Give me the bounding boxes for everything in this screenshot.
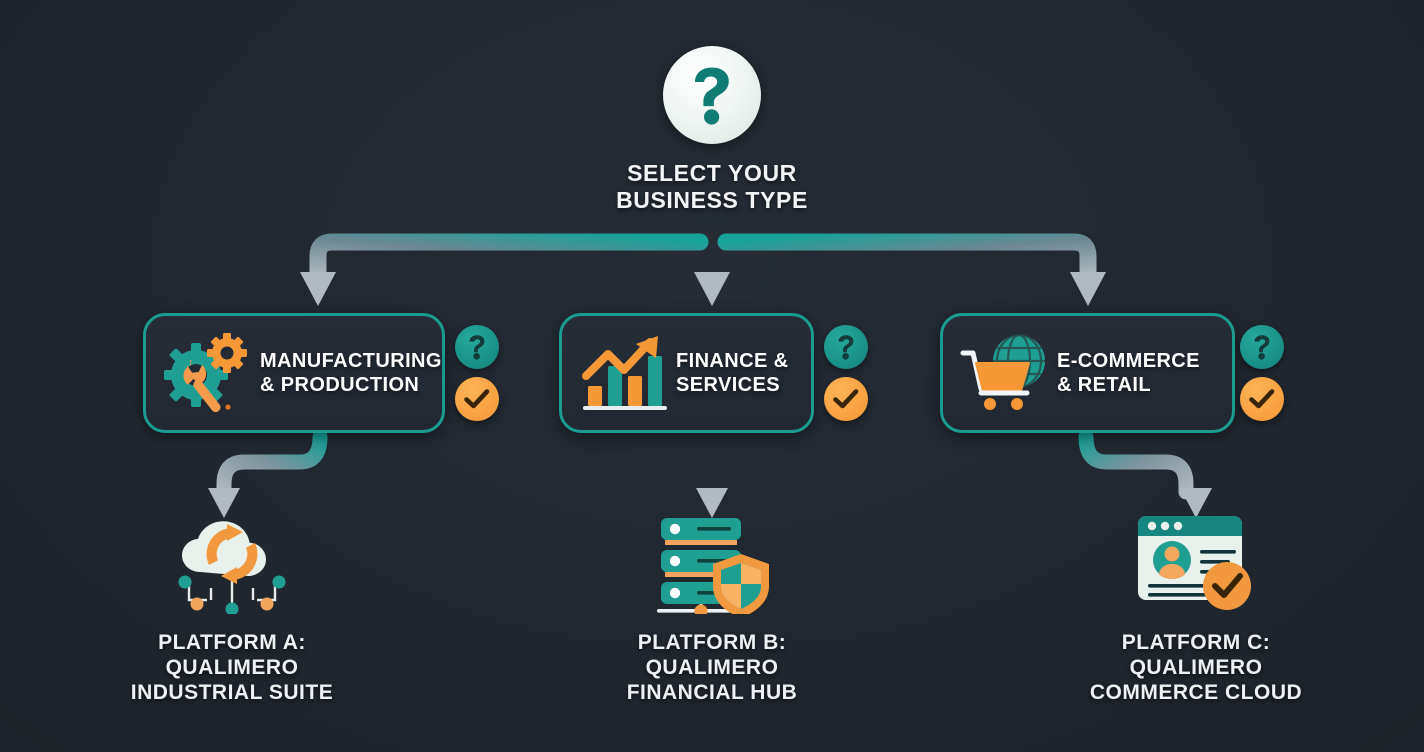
help-badge-ecommerce[interactable] xyxy=(1240,325,1284,369)
category-label-line1: E-COMMERCE xyxy=(1057,349,1200,372)
connector-ecommerce-to-platform-c xyxy=(1078,429,1212,518)
bar-chart-growth-icon xyxy=(578,331,670,415)
platform-label-line3: COMMERCE CLOUD xyxy=(1089,681,1303,705)
platform-label-line3: FINANCIAL HUB xyxy=(626,681,798,705)
connector-manufacturing-to-platform-a xyxy=(208,429,328,518)
badge-stack-finance xyxy=(824,325,870,421)
platform-label-line1: PLATFORM A: xyxy=(158,631,306,654)
platform-label-b: PLATFORM B: QUALIMERO FINANCIAL HUB xyxy=(562,630,862,706)
category-label-finance: FINANCE & SERVICES xyxy=(676,349,789,398)
connector-root-to-manufacturing xyxy=(300,233,709,306)
platform-node-a[interactable]: PLATFORM A: QUALIMERO INDUSTRIAL SUITE xyxy=(82,508,382,706)
category-card-manufacturing[interactable]: MANUFACTURING & PRODUCTION xyxy=(143,313,445,433)
category-label-line2: & RETAIL xyxy=(1057,374,1151,396)
cloud-sync-nodes-icon xyxy=(82,508,382,616)
category-label-line2: SERVICES xyxy=(676,374,780,396)
platform-label-line1: PLATFORM B: xyxy=(637,631,787,654)
platform-label-line3: INDUSTRIAL SUITE xyxy=(130,681,334,705)
help-badge-manufacturing[interactable] xyxy=(455,325,499,369)
badge-stack-manufacturing xyxy=(455,325,501,421)
question-mark-circle-icon xyxy=(663,46,761,144)
category-label-ecommerce: E-COMMERCE & RETAIL xyxy=(1057,349,1200,398)
category-label-manufacturing: MANUFACTURING & PRODUCTION xyxy=(260,349,442,398)
connector-finance-to-platform-b xyxy=(696,437,728,518)
category-label-line1: FINANCE & xyxy=(676,349,789,372)
root-label-line1: SELECT YOUR xyxy=(627,160,797,186)
platform-node-c[interactable]: PLATFORM C: QUALIMERO COMMERCE CLOUD xyxy=(1046,508,1346,706)
root-label: SELECT YOUR BUSINESS TYPE xyxy=(562,160,862,214)
platform-label-a: PLATFORM A: QUALIMERO INDUSTRIAL SUITE xyxy=(82,630,382,706)
help-badge-finance[interactable] xyxy=(824,325,868,369)
platform-label-c: PLATFORM C: QUALIMERO COMMERCE CLOUD xyxy=(1046,630,1346,706)
server-shield-icon xyxy=(562,508,862,616)
platform-label-line2: QUALIMERO xyxy=(165,656,299,680)
connector-root-to-finance xyxy=(694,232,730,306)
gear-wrench-icon xyxy=(162,331,254,415)
category-label-line1: MANUFACTURING xyxy=(260,349,442,372)
platform-node-b[interactable]: PLATFORM B: QUALIMERO FINANCIAL HUB xyxy=(562,508,862,706)
shopping-cart-globe-icon xyxy=(959,331,1051,415)
platform-label-line2: QUALIMERO xyxy=(645,656,779,680)
check-badge-manufacturing[interactable] xyxy=(455,377,499,421)
category-label-line2: & PRODUCTION xyxy=(260,374,420,396)
browser-profile-check-icon xyxy=(1046,508,1346,616)
root-node[interactable]: SELECT YOUR BUSINESS TYPE xyxy=(562,46,862,214)
check-badge-ecommerce[interactable] xyxy=(1240,377,1284,421)
connector-root-to-ecommerce xyxy=(717,233,1106,306)
badge-stack-ecommerce xyxy=(1240,325,1286,421)
platform-label-line2: QUALIMERO xyxy=(1129,656,1263,680)
check-badge-finance[interactable] xyxy=(824,377,868,421)
category-card-finance[interactable]: FINANCE & SERVICES xyxy=(559,313,814,433)
platform-label-line1: PLATFORM C: xyxy=(1121,631,1271,654)
root-label-line2: BUSINESS TYPE xyxy=(616,187,808,214)
category-card-ecommerce[interactable]: E-COMMERCE & RETAIL xyxy=(940,313,1235,433)
